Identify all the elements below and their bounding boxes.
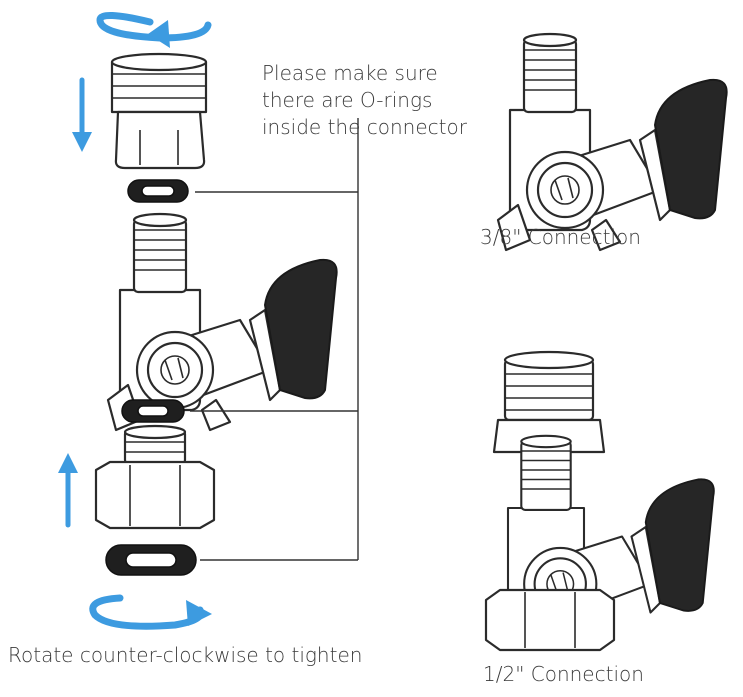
rotate-arrow-top-icon [96,12,212,48]
note-line-3: inside the connector [262,115,467,139]
o-ring-1 [127,179,189,203]
caption-3-8-connection: 3/8" Connection [480,225,641,249]
o-ring-2 [121,399,185,423]
o-ring-note: Please make sure there are O-rings insid… [262,60,467,141]
top-cap-connector [110,52,208,170]
note-line-1: Please make sure [262,61,438,85]
down-arrow-icon [72,77,92,152]
rotate-arrow-bottom-icon [89,594,212,630]
rotate-instruction: Rotate counter-clockwise to tighten [8,643,363,667]
valve-3-8-connection [496,32,728,252]
o-ring-3 [105,544,197,576]
middle-valve-body [106,212,338,432]
caption-1-2-connection: 1/2" Connection [483,662,644,686]
up-arrow-icon [58,453,78,528]
guide-lines [190,118,359,561]
bottom-nut-connector [94,424,216,530]
valve-1-2-connection [484,350,715,652]
note-line-2: there are O-rings [262,88,433,112]
